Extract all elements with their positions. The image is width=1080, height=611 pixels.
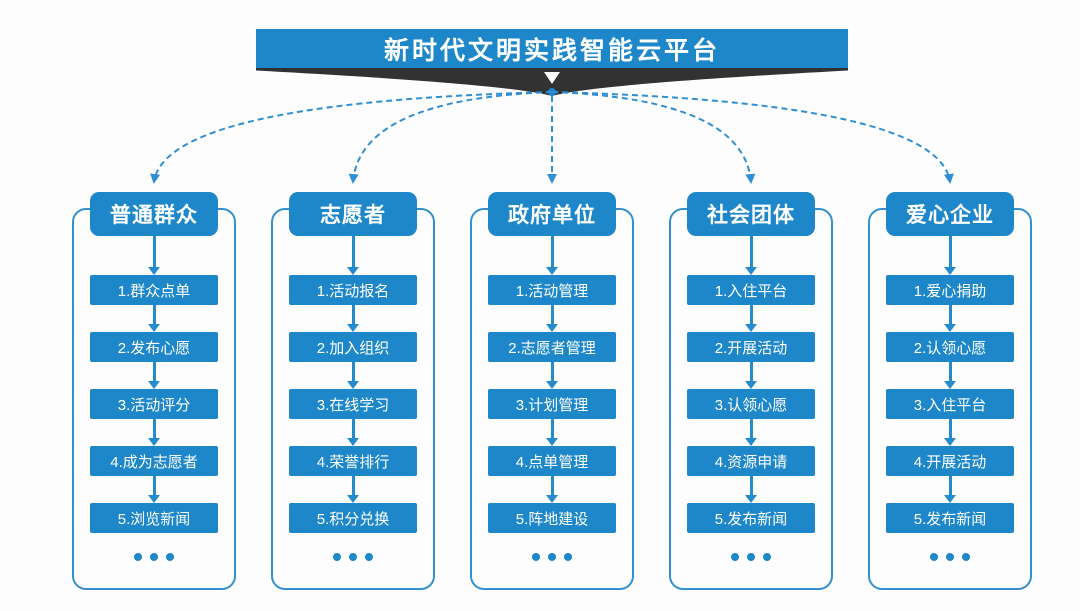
step-box: 4.荣誉排行 (289, 446, 417, 476)
step-box: 4.资源申请 (687, 446, 815, 476)
step-box: 3.入住平台 (886, 389, 1014, 419)
step-box: 3.计划管理 (488, 389, 616, 419)
down-arrow-icon (152, 305, 156, 332)
step-box: 3.在线学习 (289, 389, 417, 419)
down-arrow-icon (749, 236, 753, 275)
step-box: 1.爱心捐助 (886, 275, 1014, 305)
down-arrow-icon (351, 419, 355, 446)
step-box: 2.志愿者管理 (488, 332, 616, 362)
platform-title: 新时代文明实践智能云平台 (383, 36, 720, 65)
down-arrow-icon (550, 476, 554, 503)
step-box: 3.活动评分 (90, 389, 218, 419)
step-box: 5.发布新闻 (886, 503, 1014, 533)
step-box: 4.点单管理 (488, 446, 616, 476)
down-arrow-icon (351, 362, 355, 389)
down-arrow-icon (948, 476, 952, 503)
step-box: 2.发布心愿 (90, 332, 218, 362)
down-arrow-icon (948, 305, 952, 332)
connector-to-col-1 (150, 91, 553, 184)
down-arrow-icon (550, 236, 554, 275)
step-box: 2.认领心愿 (886, 332, 1014, 362)
column-header: 社会团体 (687, 192, 815, 236)
flow-column-caring-enterprises: 爱心企业 1.爱心捐助 2.认领心愿 3.入住平台 4.开展活动 5.发布新闻 (865, 192, 1035, 604)
flow-column-social-organizations: 社会团体 1.入住平台 2.开展活动 3.认领心愿 4.资源申请 5.发布新闻 (666, 192, 836, 604)
ellipsis-icon (731, 553, 771, 561)
step-box: 1.群众点单 (90, 275, 218, 305)
down-arrow-icon (152, 476, 156, 503)
step-box: 2.加入组织 (289, 332, 417, 362)
funnel-shape (256, 67, 848, 96)
down-arrow-icon (351, 476, 355, 503)
ellipsis-icon (930, 553, 970, 561)
down-arrow-icon (948, 362, 952, 389)
down-arrow-icon (550, 419, 554, 446)
step-box: 2.开展活动 (687, 332, 815, 362)
down-arrow-icon (152, 419, 156, 446)
down-arrow-icon (152, 362, 156, 389)
flow-column-general-public: 普通群众 1.群众点单 2.发布心愿 3.活动评分 4.成为志愿者 5.浏览新闻 (69, 192, 239, 604)
down-arrow-icon (749, 476, 753, 503)
down-arrow-icon (550, 362, 554, 389)
connector-to-col-4 (551, 91, 756, 184)
column-header: 政府单位 (488, 192, 616, 236)
step-box: 5.浏览新闻 (90, 503, 218, 533)
down-arrow-icon (749, 362, 753, 389)
step-box: 4.开展活动 (886, 446, 1014, 476)
fan-origin-node (548, 88, 556, 96)
column-header: 志愿者 (289, 192, 417, 236)
flow-column-volunteers: 志愿者 1.活动报名 2.加入组织 3.在线学习 4.荣誉排行 5.积分兑换 (268, 192, 438, 604)
flow-column-government-units: 政府单位 1.活动管理 2.志愿者管理 3.计划管理 4.点单管理 5.阵地建设 (467, 192, 637, 604)
down-arrow-icon (351, 236, 355, 275)
step-box: 5.阵地建设 (488, 503, 616, 533)
fan-connector-lines (150, 91, 954, 184)
ellipsis-icon (134, 553, 174, 561)
down-arrow-icon (749, 305, 753, 332)
down-arrow-icon (152, 236, 156, 275)
step-box: 1.入住平台 (687, 275, 815, 305)
step-box: 3.认领心愿 (687, 389, 815, 419)
down-arrow-icon (948, 236, 952, 275)
column-header: 普通群众 (90, 192, 218, 236)
step-box: 5.积分兑换 (289, 503, 417, 533)
column-header: 爱心企业 (886, 192, 1014, 236)
platform-title-banner: 新时代文明实践智能云平台 (256, 29, 848, 68)
step-box: 4.成为志愿者 (90, 446, 218, 476)
down-arrow-icon (550, 305, 554, 332)
down-arrow-icon (749, 419, 753, 446)
connector-to-col-5 (551, 91, 954, 184)
ellipsis-icon (532, 553, 572, 561)
connector-to-col-2 (348, 91, 553, 184)
down-arrow-icon (948, 419, 952, 446)
step-box: 1.活动管理 (488, 275, 616, 305)
step-box: 5.发布新闻 (687, 503, 815, 533)
down-arrow-icon (351, 305, 355, 332)
funnel-down-arrow-icon (544, 72, 560, 84)
ellipsis-icon (333, 553, 373, 561)
step-box: 1.活动报名 (289, 275, 417, 305)
